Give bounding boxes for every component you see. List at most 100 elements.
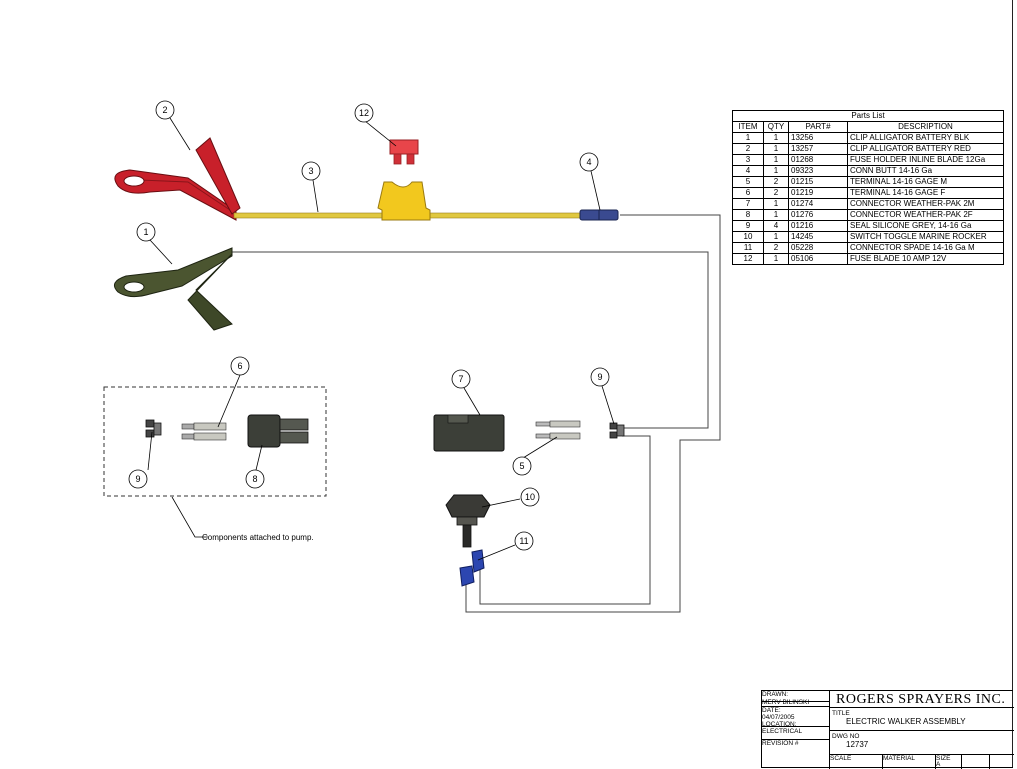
blank-cell [962,755,990,769]
cell-description: CLIP ALLIGATOR BATTERY RED [847,143,1004,155]
wire-switch-run [479,435,651,605]
cell-part-number: 05106 [788,253,848,265]
cell-description: TERMINAL 14-16 GAGE M [847,176,1004,188]
pump-components-group [103,386,327,497]
svg-text:5: 5 [519,461,524,471]
cell-part-number: 01215 [788,176,848,188]
title-label: TITLE [832,710,850,717]
cell-part-number: 05228 [788,242,848,254]
dwg-value: 12737 [846,740,869,749]
scale-label: SCALE [830,755,852,762]
title-block: DRAWN: MERV BILINSKI DATE: 04/07/2005 LO… [761,690,1014,769]
balloon-3: 3 [301,161,321,181]
col-header-item: ITEM [732,121,764,133]
cell-part-number: 09323 [788,165,848,177]
cell-qty: 1 [763,231,789,243]
page-border-right [1012,0,1013,768]
company-cell: ROGERS SPRAYERS INC. [830,691,1014,708]
svg-text:9: 9 [597,372,602,382]
wire-black-run [232,251,709,429]
cell-item: 7 [732,198,764,210]
location-label: LOCATION: [762,721,797,728]
dwg-label: DWG NO [832,733,860,740]
location-cell: LOCATION: ELECTRICAL [762,721,830,739]
parts-list-header-row: ITEM QTY PART# DESCRIPTION [732,121,1004,133]
silicone-seal-pump [145,419,162,438]
svg-text:9: 9 [135,474,140,484]
balloon-7: 7 [451,369,471,389]
cell-item: 4 [732,165,764,177]
silicone-seal-harness [609,422,625,439]
date-label: DATE: [762,707,781,714]
leader-lines [147,117,615,561]
col-header-part: PART# [788,121,848,133]
svg-text:7: 7 [458,374,463,384]
female-terminals [181,422,227,441]
cell-item: 5 [732,176,764,188]
cell-part-number: 01276 [788,209,848,221]
svg-text:11: 11 [519,536,528,546]
cell-description: CONNECTOR WEATHER-PAK 2M [847,198,1004,210]
cell-part-number: 01219 [788,187,848,199]
cell-part-number: 14245 [788,231,848,243]
fuse-holder-assembly [233,181,581,221]
cell-item: 10 [732,231,764,243]
item-balloons: 1 2 3 4 5 6 7 8 9 9 10 11 12 [128,100,610,551]
col-header-description: DESCRIPTION [847,121,1004,133]
size-value: A [936,761,941,768]
wire-fuse-run [465,214,721,613]
fuse-holder [377,181,431,221]
revision-cell: REVISION # [762,739,830,769]
title-cell: TITLE ELECTRIC WALKER ASSEMBLY [830,708,1014,731]
fuse-blade [389,139,419,165]
cell-qty: 2 [763,176,789,188]
pump-note: Components attached to pump. [202,533,314,542]
parts-list-caption: Parts List [732,110,1004,122]
cell-qty: 1 [763,198,789,210]
revision-label: REVISION # [762,740,799,747]
cell-item: 2 [732,143,764,155]
company-name: ROGERS SPRAYERS INC. [836,692,1006,707]
drawn-value: MERV BILINSKI [762,699,810,706]
male-terminals [535,420,581,440]
black-alligator-clip [113,247,233,331]
cell-description: CLIP ALLIGATOR BATTERY BLK [847,132,1004,144]
cell-item: 6 [732,187,764,199]
butt-connector [579,209,619,221]
balloon-10: 10 [520,487,540,507]
weatherpak-connector-2m [433,414,505,452]
cell-description: SWITCH TOGGLE MARINE ROCKER [847,231,1004,243]
material-label: MATERIAL [883,755,916,762]
scale-cell: SCALE [830,755,883,769]
svg-text:8: 8 [252,474,257,484]
date-cell: DATE: 04/07/2005 [762,707,830,727]
parts-list-caption-row: Parts List [732,110,1004,122]
dwg-cell: DWG NO 12737 [830,731,1014,755]
cell-qty: 1 [763,143,789,155]
cell-description: FUSE BLADE 10 AMP 12V [847,253,1004,265]
balloon-9-harness: 9 [590,367,610,387]
cell-part-number: 01268 [788,154,848,166]
balloon-9-pump: 9 [128,469,148,489]
svg-text:2: 2 [162,105,167,115]
cell-part-number: 01216 [788,220,848,232]
cell-part-number: 01274 [788,198,848,210]
title-value: ELECTRIC WALKER ASSEMBLY [846,717,966,726]
cell-qty: 2 [763,242,789,254]
drawn-value-cell: MERV BILINSKI [762,695,830,707]
balloon-12: 12 [354,103,374,123]
drawn-label: DRAWN: [762,691,789,698]
size-label: SIZE [936,755,951,762]
